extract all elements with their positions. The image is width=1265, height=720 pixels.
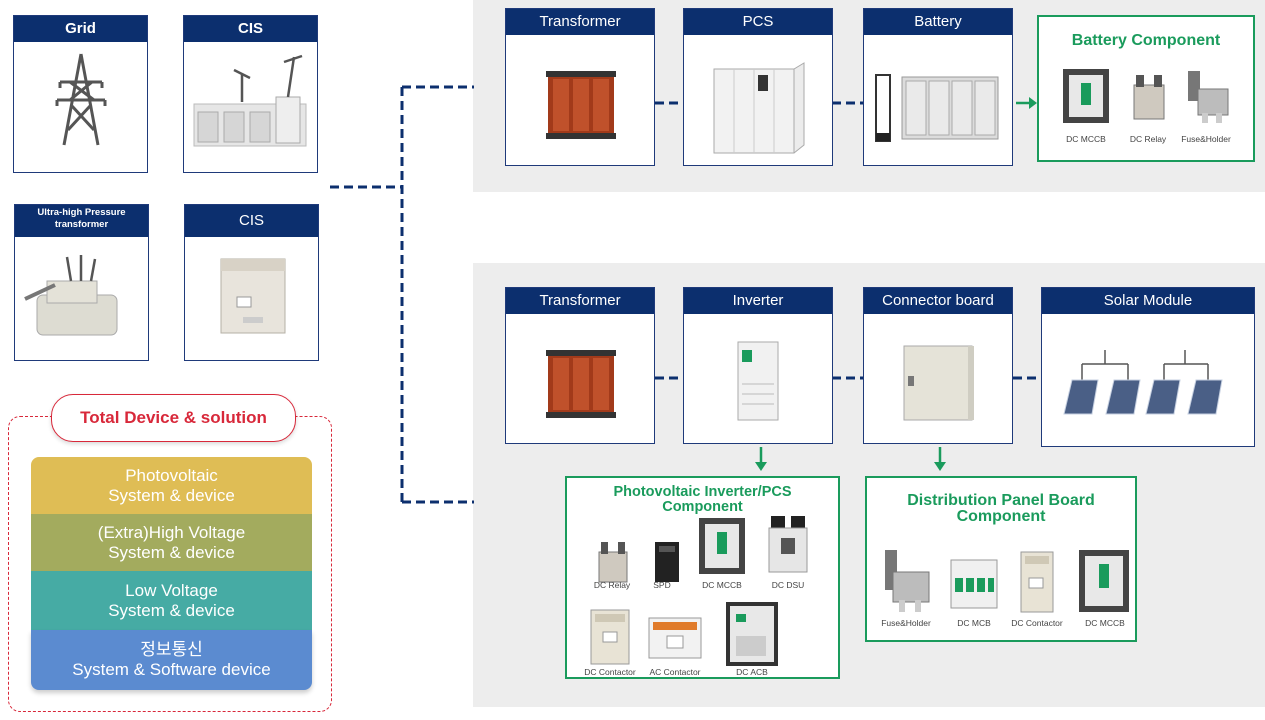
- ess-battery-card: Battery: [863, 8, 1013, 166]
- uhp-transformer-icon: [24, 255, 118, 336]
- grid-card-title: Grid: [14, 16, 147, 42]
- pv-inverter-component-title-line1: Photovoltaic Inverter/PCS: [613, 484, 792, 500]
- component-item-label: DC Contactor: [584, 667, 636, 677]
- dc-relay-icon: [1133, 75, 1165, 120]
- ess-transformer-title: Transformer: [506, 9, 654, 35]
- distribution-component-title-line1: Distribution Panel Board: [907, 492, 1095, 509]
- cis-top-card-title: CIS: [184, 16, 317, 42]
- ess-pcs-title: PCS: [684, 9, 832, 35]
- battery-component-box: Battery Component DC MCCB DC Relay Fuse&Ho…: [1037, 15, 1255, 162]
- solution-layer-line2: System & Software device: [72, 660, 271, 679]
- solar-panel-icon: [1063, 350, 1223, 415]
- inverter-cabinet-icon: [737, 341, 779, 421]
- component-item-label: SPD: [653, 580, 671, 590]
- cis-switchgear-icon: [193, 54, 307, 147]
- uhp-transformer-card: Ultra-high Pressure transformer: [14, 204, 149, 361]
- solution-layer-line2: System & device: [108, 542, 235, 562]
- total-solution-title-text: Total Device & solution: [80, 408, 267, 427]
- component-item-label: DC MCCB: [1085, 618, 1125, 628]
- spd-icon: [655, 542, 679, 582]
- pcs-cabinet-icon: [713, 62, 805, 154]
- grid-card: Grid: [13, 15, 148, 173]
- ac-contactor-icon: [648, 617, 702, 659]
- fuse-holder-icon: [1188, 71, 1229, 123]
- component-item-label: DC MCCB: [1066, 134, 1106, 144]
- dc-mcb-icon: [950, 559, 998, 609]
- component-item-label: DC MCCB: [702, 580, 742, 590]
- ess-battery-title: Battery: [864, 9, 1012, 35]
- cis-top-card: CIS: [183, 15, 318, 173]
- uhp-transformer-card-title: Ultra-high Pressure transformer: [15, 205, 148, 237]
- component-item-label: DC Relay: [593, 580, 631, 590]
- solution-layer-line2: System & device: [108, 600, 235, 620]
- component-item-label: Fuse&Holder: [1181, 134, 1231, 144]
- pv-inverter-component-title-line2: Component: [662, 499, 743, 515]
- pv-solar-module-card: Solar Module: [1041, 287, 1255, 447]
- solution-layer-line2: System & device: [108, 485, 235, 505]
- pv-inverter-component-box: Photovoltaic Inverter/PCS Component DC R…: [565, 476, 840, 679]
- dc-mccb-icon: [1079, 550, 1129, 612]
- component-item-label: DC Relay: [1129, 134, 1167, 144]
- dc-dsu-icon: [768, 516, 808, 573]
- battery-rack-icon: [875, 74, 999, 142]
- dry-transformer-icon: [546, 71, 616, 139]
- pv-solar-module-title: Solar Module: [1042, 288, 1254, 314]
- dc-mccb-icon: [1063, 69, 1109, 123]
- solution-layer-line1: Low Voltage: [125, 580, 218, 600]
- pv-connector-board-title: Connector board: [864, 288, 1012, 314]
- cis-bottom-card-title: CIS: [185, 205, 318, 237]
- component-item-label: DC DSU: [771, 580, 805, 590]
- component-item-label: DC Contactor: [1011, 618, 1063, 628]
- ess-transformer-card: Transformer: [505, 8, 655, 166]
- connector-board-icon: [903, 345, 974, 421]
- component-item-label: AC Contactor: [649, 667, 701, 677]
- component-item-label: DC MCB: [957, 618, 991, 628]
- solution-layer-line1: 정보통신: [140, 640, 203, 659]
- solution-layer-line1: Photovoltaic: [125, 465, 218, 485]
- dry-transformer-icon: [546, 350, 616, 418]
- fuse-holder-icon: [885, 550, 930, 612]
- pv-transformer-card: Transformer: [505, 287, 655, 444]
- total-solution-title: Total Device & solution: [51, 394, 296, 442]
- pv-connector-board-card: Connector board: [863, 287, 1013, 444]
- ess-pcs-card: PCS: [683, 8, 833, 166]
- pv-transformer-title: Transformer: [506, 288, 654, 314]
- battery-component-title: Battery Component: [1071, 32, 1221, 49]
- solution-layer-line1: (Extra)High Voltage: [97, 522, 246, 542]
- distribution-component-title-line2: Component: [956, 508, 1046, 525]
- distribution-component-box: Distribution Panel Board Component Fuse&…: [865, 476, 1137, 642]
- cis-bottom-card: CIS: [184, 204, 319, 361]
- dc-mccb-icon: [699, 518, 745, 574]
- transmission-tower-icon: [55, 53, 107, 146]
- dc-contactor-icon: [590, 609, 630, 665]
- dc-relay-icon: [598, 542, 628, 583]
- pv-inverter-title: Inverter: [684, 288, 832, 314]
- dc-acb-icon: [726, 602, 778, 666]
- component-item-label: Fuse&Holder: [881, 618, 931, 628]
- component-item-label: DC ACB: [736, 667, 768, 677]
- dc-contactor-icon: [1020, 551, 1054, 613]
- circuit-breaker-icon: [220, 258, 286, 334]
- pv-inverter-card: Inverter: [683, 287, 833, 444]
